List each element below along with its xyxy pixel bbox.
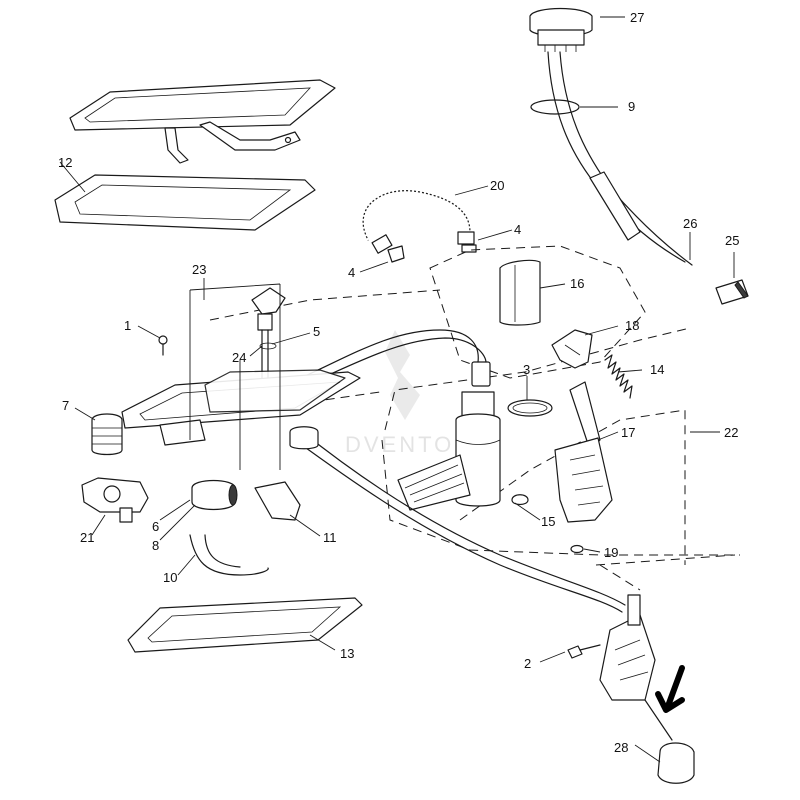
part-20-hose (360, 187, 477, 263)
callout-1: 1 (124, 318, 131, 333)
callout-labels: 1 2 3 4 4 5 6 7 8 9 10 11 12 13 14 15 16… (58, 10, 739, 755)
callout-4-left: 4 (348, 265, 355, 280)
part-24-plug (251, 287, 286, 391)
part-7-regulator (91, 413, 123, 456)
part-12-upper-gasket (54, 161, 316, 231)
callout-7: 7 (62, 398, 69, 413)
part-27-cap (529, 7, 593, 52)
callout-13: 13 (340, 646, 354, 661)
callout-10: 10 (163, 570, 177, 585)
part-6-filter (191, 479, 238, 511)
callout-24: 24 (232, 350, 246, 365)
callout-9: 9 (628, 99, 635, 114)
part-11-bracket (254, 481, 301, 521)
part-14-spring (604, 354, 633, 399)
part-28-float (644, 699, 695, 784)
part-18-bracket (551, 329, 593, 369)
part-3-clamp (507, 399, 553, 417)
callout-6: 6 (152, 519, 159, 534)
callout-2: 2 (524, 656, 531, 671)
callout-12: 12 (58, 155, 72, 170)
callout-23: 23 (192, 262, 206, 277)
callout-16: 16 (570, 276, 584, 291)
callout-14: 14 (650, 362, 664, 377)
part-19-nut (570, 544, 584, 554)
callout-4-right: 4 (514, 222, 521, 237)
part-top-flange (69, 79, 336, 164)
callout-20: 20 (490, 178, 504, 193)
callout-3: 3 (523, 362, 530, 377)
part-17-float-bracket (554, 381, 613, 523)
highlight-arrow-icon (655, 665, 685, 713)
part-2-screw (567, 644, 601, 659)
part-fuel-pump (397, 361, 501, 511)
callout-17: 17 (621, 425, 635, 440)
callout-5: 5 (313, 324, 320, 339)
part-13-lower-gasket (127, 597, 363, 653)
callout-28: 28 (614, 740, 628, 755)
part-25-connector (715, 279, 749, 305)
callout-11: 11 (323, 530, 337, 545)
callout-15: 15 (541, 514, 555, 529)
callout-8: 8 (152, 538, 159, 553)
callout-22: 22 (724, 425, 738, 440)
callout-19: 19 (604, 545, 618, 560)
callout-25: 25 (725, 233, 739, 248)
part-15-clip (511, 494, 529, 506)
part-main-flange-plate (121, 369, 361, 450)
part-16-sleeve (499, 259, 541, 326)
callout-27: 27 (630, 10, 644, 25)
callout-21: 21 (80, 530, 94, 545)
callout-18: 18 (625, 318, 639, 333)
part-21-valve (81, 477, 149, 523)
leader-lines (74, 16, 735, 763)
part-26-wire-harness (547, 51, 693, 266)
part-1-screw (158, 335, 168, 356)
callout-26: 26 (683, 216, 697, 231)
part-sender-unit (599, 594, 656, 701)
part-10-hose-loop (189, 534, 269, 576)
